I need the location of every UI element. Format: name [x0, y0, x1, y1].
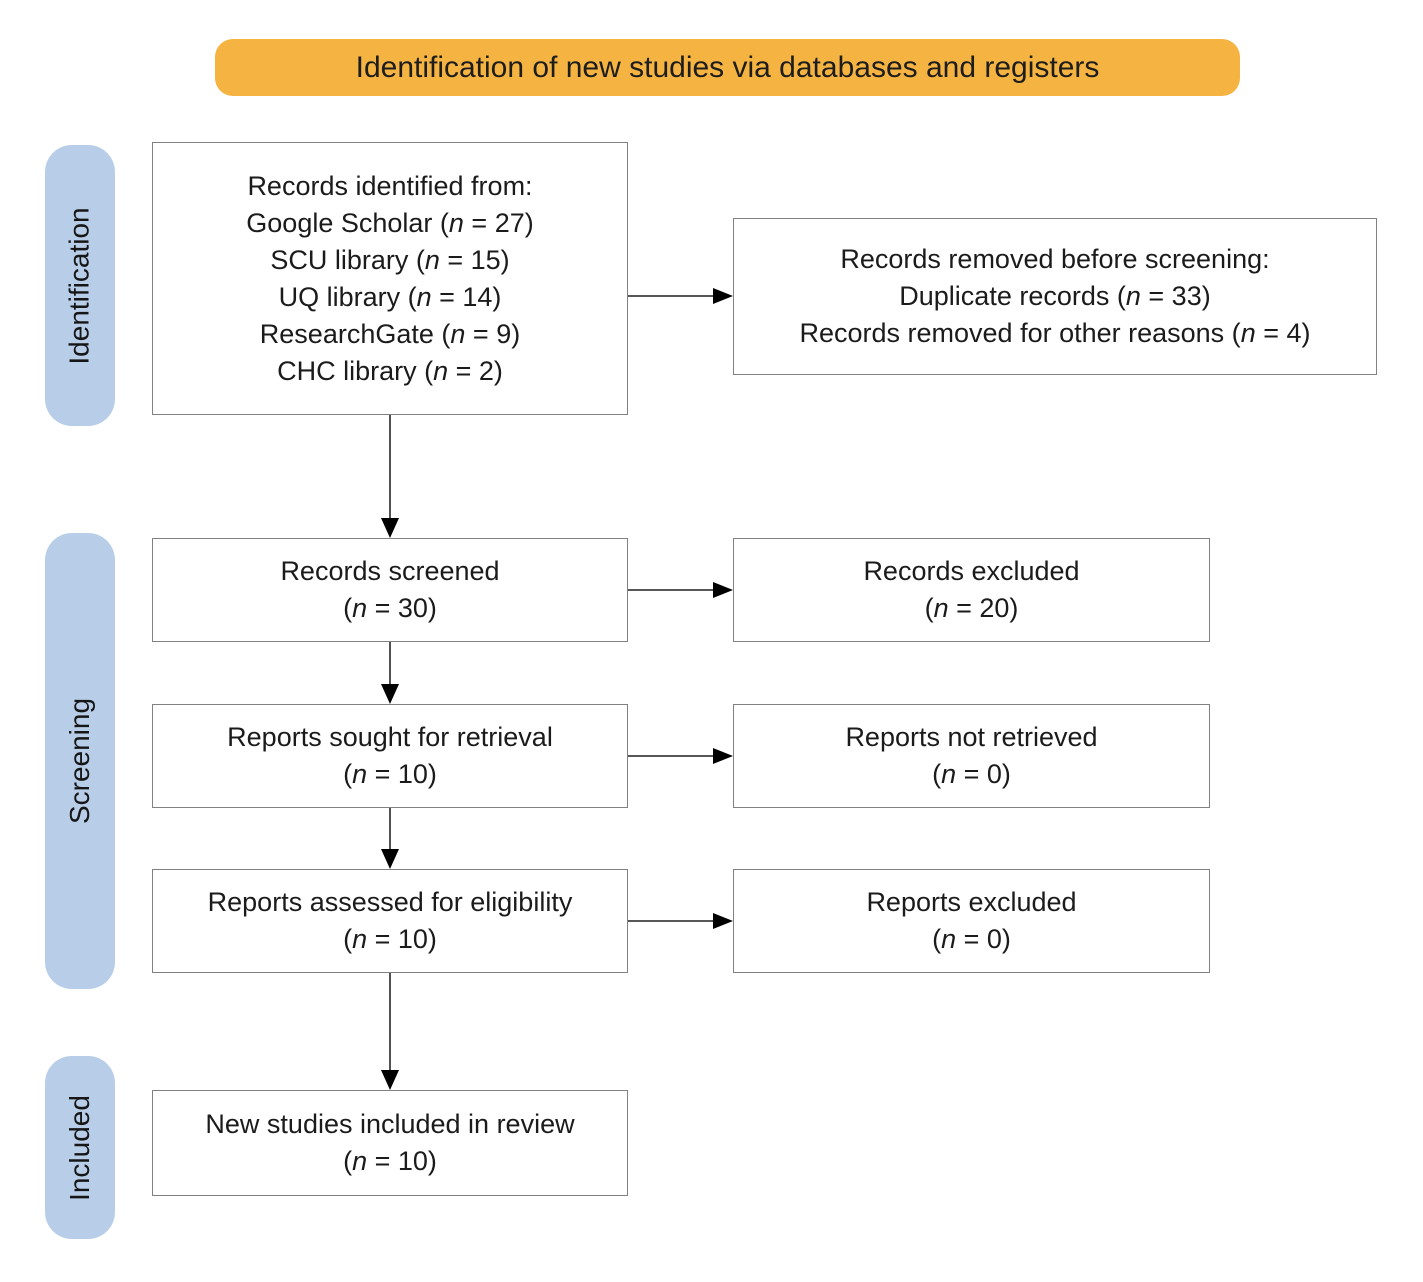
arrow-assessed-to-reports-excluded — [628, 913, 733, 929]
box-text-line: Reports excluded — [866, 887, 1077, 917]
box-records-identified: Records identified from: Google Scholar (… — [152, 142, 628, 415]
arrow-sought-to-assessed — [381, 808, 399, 869]
box-text-line: (n = 0) — [932, 924, 1011, 954]
stage-label-screening-text: Screening — [64, 697, 95, 825]
box-text-line: Records identified from: — [247, 170, 533, 201]
box-text-line: (n = 10) — [343, 924, 437, 954]
box-reports-assessed-for-eligibility: Reports assessed for eligibility (n = 10) — [152, 869, 628, 973]
box-records-screened: Records screened (n = 30) — [152, 538, 628, 642]
box-text-line: ResearchGate (n = 9) — [259, 318, 521, 349]
arrow-identified-to-removed — [628, 288, 733, 304]
box-text-line: Reports not retrieved — [845, 722, 1098, 752]
box-text-line: SCU library (n = 15) — [270, 244, 510, 275]
box-text-line: Reports sought for retrieval — [227, 722, 553, 752]
title-banner: Identification of new studies via databa… — [215, 39, 1240, 96]
arrow-assessed-to-included — [381, 973, 399, 1090]
box-text-line: Records removed before screening: — [840, 244, 1270, 274]
box-text-line: Records screened — [280, 556, 500, 586]
box-reports-not-retrieved: Reports not retrieved (n = 0) — [733, 704, 1210, 808]
box-text-line: Reports assessed for eligibility — [207, 887, 573, 917]
arrow-sought-to-not-retrieved — [628, 748, 733, 764]
box-text-line: UQ library (n = 14) — [278, 281, 502, 312]
box-text-line: Duplicate records (n = 33) — [899, 281, 1211, 311]
box-text-line: Records excluded — [863, 556, 1080, 586]
stage-label-identification: Identification — [45, 145, 115, 426]
box-text-line: Records removed for other reasons (n = 4… — [799, 318, 1311, 348]
box-reports-excluded: Reports excluded (n = 0) — [733, 869, 1210, 973]
box-text-line: (n = 10) — [343, 1146, 437, 1176]
stage-label-identification-text: Identification — [64, 206, 95, 365]
box-text-line: (n = 10) — [343, 759, 437, 789]
box-text-line: New studies included in review — [205, 1109, 575, 1139]
box-text-line: (n = 0) — [932, 759, 1011, 789]
box-reports-sought-for-retrieval: Reports sought for retrieval (n = 10) — [152, 704, 628, 808]
stage-label-included: Included — [45, 1056, 115, 1239]
arrow-screened-to-sought — [381, 642, 399, 704]
stage-label-screening: Screening — [45, 533, 115, 989]
box-text-line: (n = 20) — [924, 593, 1019, 623]
arrow-screened-to-excluded — [628, 582, 733, 598]
box-text-line: Google Scholar (n = 27) — [246, 207, 534, 238]
box-text-line: (n = 30) — [343, 593, 437, 623]
box-records-excluded: Records excluded (n = 20) — [733, 538, 1210, 642]
stage-label-included-text: Included — [64, 1094, 95, 1201]
box-new-studies-included-in-review: New studies included in review (n = 10) — [152, 1090, 628, 1196]
arrow-identified-to-screened — [381, 415, 399, 538]
box-records-removed-before-screening: Records removed before screening: Duplica… — [733, 218, 1377, 375]
box-text-line: CHC library (n = 2) — [277, 355, 503, 386]
title-banner-label: Identification of new studies via databa… — [355, 50, 1100, 84]
